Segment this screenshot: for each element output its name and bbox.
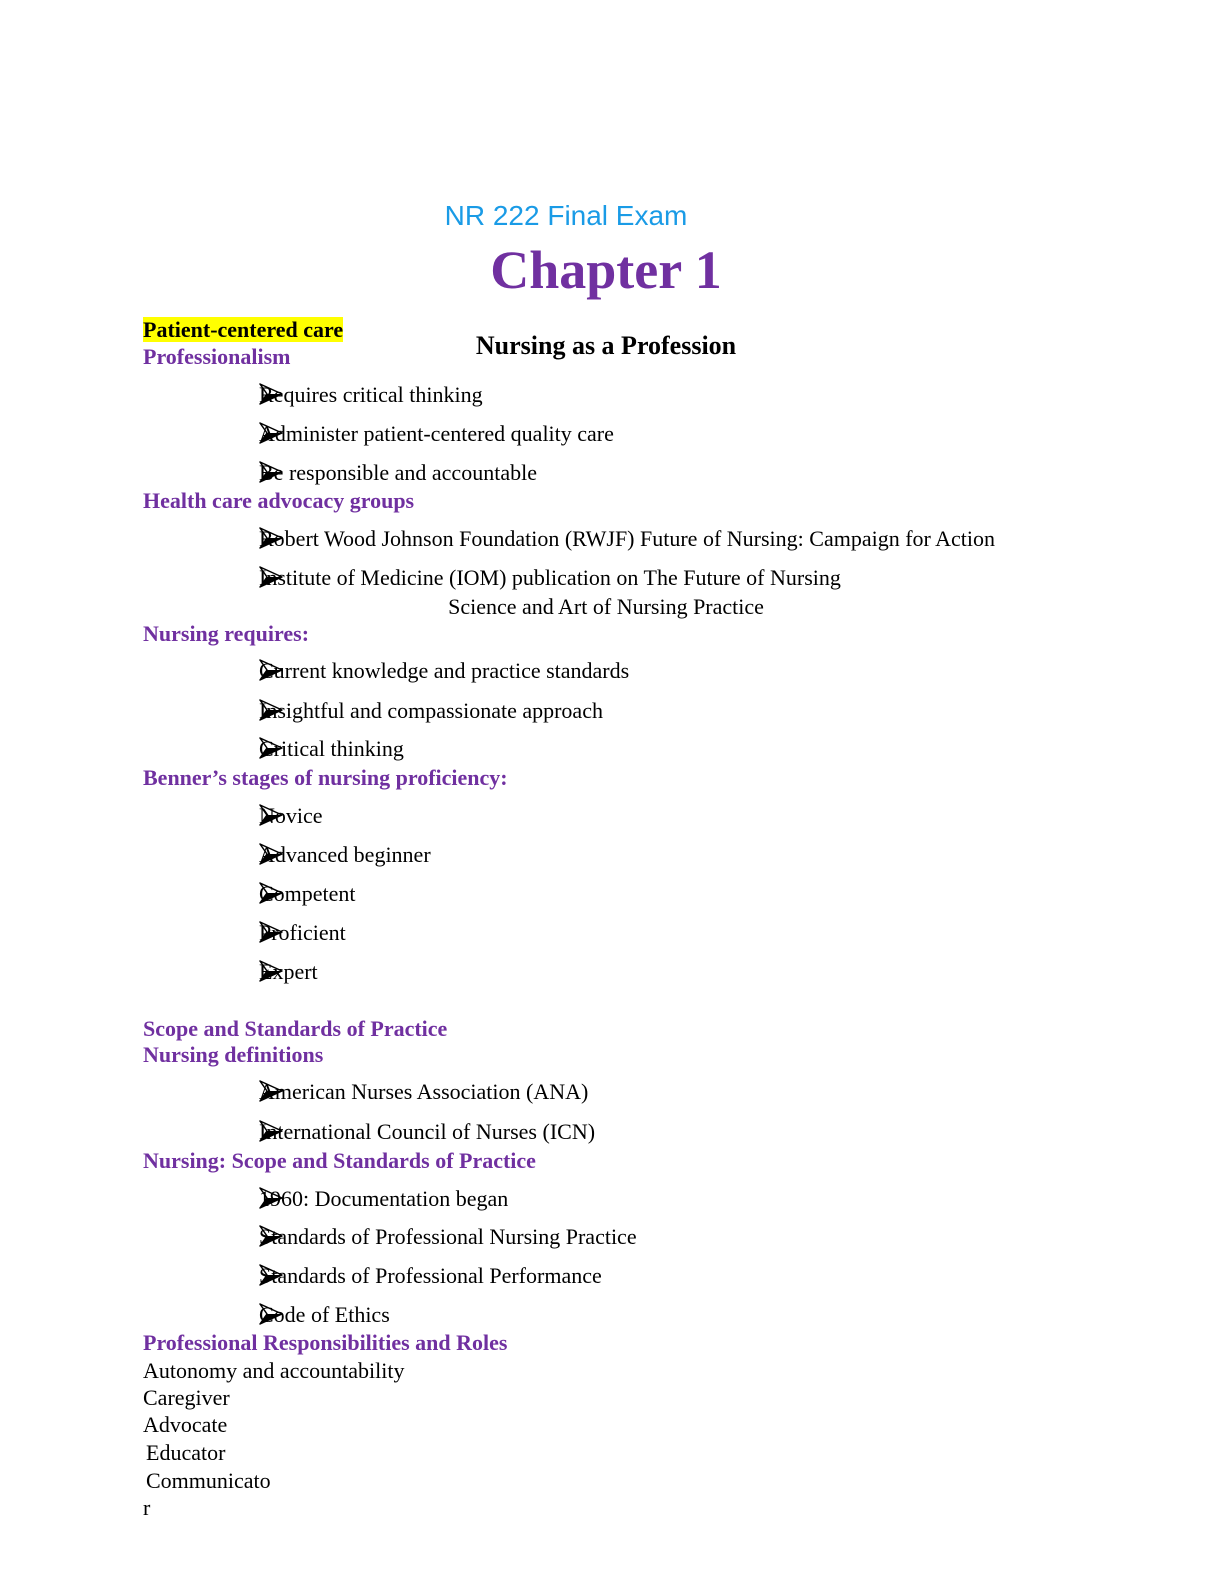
- role-line: Caregiver: [143, 1385, 230, 1410]
- list-item-text: American Nurses Association (ANA): [259, 1079, 589, 1104]
- section-heading: Nursing requires:: [143, 621, 310, 646]
- list-item-text: Proficient: [259, 920, 346, 945]
- arrow-bullet-icon: [259, 1224, 283, 1248]
- chapter-title: Chapter 1: [490, 240, 722, 300]
- role-line: r: [143, 1495, 151, 1520]
- arrow-bullet-icon: [259, 803, 283, 827]
- exam-title: NR 222 Final Exam: [444, 200, 688, 231]
- list-item-text: Advanced beginner: [259, 842, 431, 867]
- role-line: Advocate: [143, 1412, 228, 1437]
- list-item-text: Current knowledge and practice standards: [259, 658, 630, 683]
- arrow-bullet-icon: [259, 881, 283, 905]
- section-heading: Nursing: Scope and Standards of Practice: [143, 1148, 536, 1173]
- subsection-title: Science and Art of Nursing Practice: [448, 594, 764, 619]
- section-title: Nursing as a Profession: [475, 331, 737, 360]
- section-heading: Scope and Standards of Practice: [143, 1016, 448, 1041]
- arrow-bullet-icon: [259, 1186, 283, 1210]
- list-item-text: 1960: Documentation began: [259, 1186, 509, 1211]
- list-item-text: Standards of Professional Performance: [259, 1263, 602, 1288]
- list-item-text: Robert Wood Johnson Foundation (RWJF) Fu…: [259, 526, 996, 551]
- arrow-bullet-icon: [259, 920, 283, 944]
- highlight-text: Patient-centered care: [143, 317, 344, 342]
- highlighted-topic: Patient-centered care: [143, 317, 344, 343]
- list-item-text: International Council of Nurses (ICN): [259, 1119, 596, 1144]
- arrow-bullet-icon: [259, 382, 283, 406]
- list-item-text: Requires critical thinking: [259, 382, 483, 407]
- arrow-bullet-icon: [259, 959, 283, 983]
- list-item-text: Standards of Professional Nursing Practi…: [259, 1224, 637, 1249]
- list-item-text: Insightful and compassionate approach: [259, 698, 603, 723]
- arrow-bullet-icon: [259, 736, 283, 760]
- list-item-text: Expert: [259, 959, 318, 984]
- section-heading: Professionalism: [143, 344, 291, 369]
- section-heading: Health care advocacy groups: [143, 488, 415, 513]
- list-item-text: Code of Ethics: [259, 1302, 390, 1327]
- arrow-bullet-icon: [259, 460, 283, 484]
- arrow-bullet-icon: [259, 526, 283, 550]
- role-line: Educator: [146, 1440, 226, 1465]
- arrow-bullet-icon: [259, 658, 283, 682]
- arrow-bullet-icon: [259, 1119, 283, 1143]
- list-item-text: Competent: [259, 881, 356, 906]
- arrow-bullet-icon: [259, 1079, 283, 1103]
- arrow-bullet-icon: [259, 698, 283, 722]
- section-heading: Benner’s stages of nursing proficiency:: [143, 765, 508, 790]
- arrow-bullet-icon: [259, 1263, 283, 1287]
- list-item-text: Institute of Medicine (IOM) publication …: [259, 565, 841, 590]
- arrow-bullet-icon: [259, 842, 283, 866]
- list-item-text: Administer patient-centered quality care: [259, 421, 614, 446]
- arrow-bullet-icon: [259, 1302, 283, 1326]
- section-heading: Nursing definitions: [143, 1042, 324, 1067]
- arrow-bullet-icon: [259, 565, 283, 589]
- list-item-text: Be responsible and accountable: [259, 460, 537, 485]
- role-line: Communicato: [146, 1468, 271, 1493]
- section-heading: Professional Responsibilities and Roles: [143, 1330, 508, 1355]
- arrow-bullet-icon: [259, 421, 283, 445]
- list-item-text: Novice: [259, 803, 323, 828]
- list-item-text: Critical thinking: [259, 736, 404, 761]
- role-line: Autonomy and accountability: [143, 1358, 405, 1383]
